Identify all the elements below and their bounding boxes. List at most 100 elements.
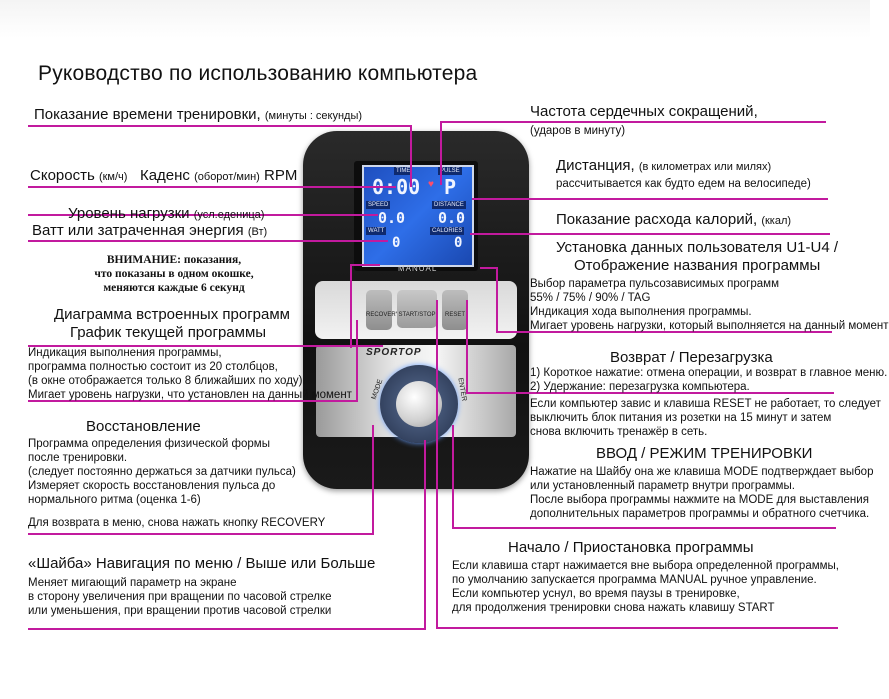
reset-line: 1) Короткое нажатие: отмена операции, и … [530, 367, 888, 379]
recovery-text: Программа определения физической формы п… [28, 437, 296, 507]
line-reset-up [466, 300, 468, 394]
reset-button[interactable]: RESET [442, 290, 468, 330]
user-line: Мигает уровень нагрузки, который выполня… [530, 320, 889, 332]
start-line: по умолчанию запускается программа MANUA… [452, 574, 817, 586]
lcd-distance-value: 0.0 [438, 209, 466, 227]
start-line: для продолжения тренировки снова нажать … [452, 602, 775, 614]
line-pulse [440, 121, 826, 123]
line-diagram-up [350, 264, 352, 348]
line-user [496, 331, 832, 333]
lcd-pulse-caption: PULSE [438, 167, 462, 175]
label-cadence-unit: (оборот/мин) [194, 171, 260, 183]
user-title-1: Установка данных пользователя U1-U4 / [556, 239, 839, 256]
label-watt: Ватт или затраченная энергия (Вт) [32, 222, 267, 241]
lcd-distance-caption: DISTANCE [432, 201, 466, 209]
enter-line: или установленный параметр внутри програ… [530, 480, 795, 492]
label-watt-main: Ватт или затраченная энергия [32, 222, 244, 239]
lcd-watt-value: 0 [392, 235, 401, 251]
knob-title: «Шайба» Навигация по меню / Выше или Бол… [28, 555, 376, 572]
user-title-2: Отображение названия программы [574, 257, 821, 274]
line-pulse-drop [440, 121, 442, 185]
label-speed-unit: (км/ч) [98, 171, 128, 183]
start-text: Если клавиша старт нажимается вне выбора… [452, 559, 839, 615]
enter-line: дополнительных параметров программы и об… [530, 508, 870, 520]
navigation-knob[interactable] [396, 381, 442, 427]
enter-text: Нажатие на Шайбу она же клавиша MODE под… [530, 465, 873, 521]
lcd-calories-caption: CALORIES [430, 227, 465, 235]
knob-line: в сторону увеличения при вращении по час… [28, 591, 332, 603]
reset-note-line: выключить блок питания из розетки на 15 … [530, 412, 832, 424]
recovery-title: Восстановление [86, 418, 201, 435]
page-title: Руководство по использованию компьютера [38, 62, 478, 85]
line-recovery-bottom [28, 533, 373, 535]
label-calories: Показание расхода калорий, (ккал) [556, 211, 791, 230]
lcd-time-caption: TIME [394, 167, 413, 175]
enter-line: Нажатие на Шайбу она же клавиша MODE под… [530, 466, 874, 478]
line-start [436, 627, 838, 629]
label-watt-unit: (Вт) [247, 226, 268, 238]
recovery-line: (следует постоянно держаться за датчики … [28, 466, 296, 478]
user-line: 55% / 75% / 90% / TAG [530, 292, 651, 304]
line-time [28, 125, 412, 127]
reset-note-line: Если компьютер завис и клавиша RESET не … [530, 398, 881, 410]
top-bar [0, 0, 870, 38]
label-time-unit: (минуты : секунды) [264, 110, 363, 122]
diagram-heading: Диаграмма встроенных программ График тек… [54, 306, 290, 342]
line-reset [466, 392, 834, 394]
warning-line: что показаны в одном окошке, [94, 268, 254, 280]
label-time-main: Показание времени тренировки, [34, 106, 261, 123]
enter-title: ВВОД / РЕЖИМ ТРЕНИРОВКИ [596, 445, 813, 462]
lcd-watt-caption: WATT [366, 227, 387, 235]
line-knob [28, 628, 426, 630]
line-time-drop [410, 125, 412, 187]
diagram-line: (в окне отображается только 8 ближайших … [28, 375, 306, 387]
label-speed: Скорость (км/ч) Каденс (оборот/мин) RPM [30, 167, 297, 186]
label-load: Уровень нагрузки (усл.еденица) [68, 205, 264, 224]
label-calories-unit: (ккал) [761, 215, 792, 227]
line-user-drop [496, 267, 498, 333]
start-stop-button[interactable]: START/STOP [397, 290, 437, 328]
label-distance: Дистанция, (в километрах или милях) [556, 157, 771, 176]
user-line: Индикация хода выполнения программы. [530, 306, 752, 318]
lcd-program-name: MANUAL [398, 264, 438, 273]
line-calories [470, 233, 830, 235]
knob-line: Меняет мигающий параметр на экране [28, 577, 237, 589]
warning-note: ВНИМАНИЕ: показания, что показаны в одно… [44, 253, 304, 295]
recovery-line: Программа определения физической формы [28, 438, 270, 450]
label-pulse-unit: (ударов в минуту) [530, 125, 626, 137]
diagram-line: Индикация выполнения программы, [28, 347, 222, 359]
label-load-main: Уровень нагрузки [68, 205, 190, 222]
diagram-line: программа полностью состоит из 20 столбц… [28, 361, 278, 373]
diagram-line: Мигает уровень нагрузки, что установлен … [28, 389, 352, 401]
line-enter [452, 527, 836, 529]
label-calories-main: Показание расхода калорий, [556, 211, 758, 228]
reset-text: 1) Короткое нажатие: отмена операции, и … [530, 366, 887, 394]
recovery-back: Для возврата в меню, снова нажать кнопку… [28, 517, 326, 529]
start-title: Начало / Приостановка программы [508, 539, 754, 556]
recovery-line: после тренировки. [28, 452, 128, 464]
label-speed-main: Скорость [30, 167, 95, 184]
label-distance-line2: рассчитывается как будто едем на велосип… [556, 178, 811, 190]
line-diagram [28, 345, 383, 347]
line-distance [472, 198, 828, 200]
line-knob-drop [424, 440, 426, 630]
line-diagram-top [350, 264, 380, 266]
heart-icon: ♥ [428, 179, 434, 190]
recovery-button[interactable]: RECOVERY [366, 290, 400, 330]
line-user-top [480, 267, 498, 269]
lcd-speed-caption: SPEED [366, 201, 391, 209]
label-rpm: RPM [264, 167, 298, 184]
line-recovery-drop [372, 425, 374, 535]
reset-title: Возврат / Перезагрузка [610, 349, 773, 366]
reset-note: Если компьютер завис и клавиша RESET не … [530, 397, 881, 439]
knob-line: или уменьшения, при вращении против часо… [28, 605, 332, 617]
label-time: Показание времени тренировки, (минуты : … [34, 106, 362, 125]
start-line: Если клавиша старт нажимается вне выбора… [452, 560, 839, 572]
lcd-calories-value: 0 [454, 235, 463, 251]
brand-logo: SPORTOP [366, 347, 422, 358]
line-recovery-up [356, 320, 358, 402]
user-text: Выбор параметра пульсозависимых программ… [530, 277, 889, 333]
line-watt [28, 240, 388, 242]
diagram-title-1: Диаграмма встроенных программ [54, 306, 290, 323]
line-speed [28, 186, 396, 188]
